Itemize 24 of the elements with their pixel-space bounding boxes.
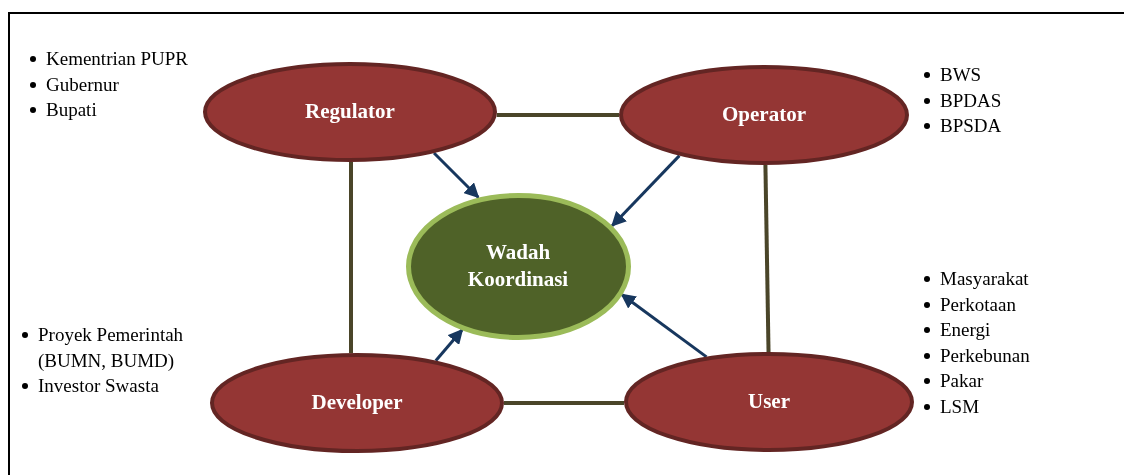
bullet-item: Perkotaan: [922, 291, 1102, 317]
node-label: Developer: [311, 389, 403, 417]
bullet-item: Kementrian PUPR: [28, 46, 258, 72]
bullet-item: LSM: [922, 393, 1102, 419]
hub-ellipse: [405, 192, 631, 340]
bullet-item: Energi: [922, 317, 1102, 343]
node-label: User: [748, 388, 790, 416]
role-ellipse: [619, 65, 909, 165]
bullet-item: Gubernur: [28, 71, 258, 97]
bullet-item: BWS: [922, 62, 1072, 88]
role-ellipse: [210, 353, 504, 453]
bullet-item: Perkebunan: [922, 342, 1102, 368]
bullet-item: Proyek Pemerintah (BUMN, BUMD): [20, 322, 230, 373]
bullet-item: BPSDA: [922, 113, 1072, 139]
bullet-item: Investor Swasta: [20, 373, 230, 399]
node-label: Operator: [722, 101, 806, 129]
bullet-item: Pakar: [922, 368, 1102, 394]
node-label: Wadah Koordinasi: [466, 238, 570, 293]
role-ellipse: [203, 62, 497, 162]
node-label: Regulator: [305, 98, 395, 126]
bullet-item: Bupati: [28, 97, 258, 123]
role-ellipse: [624, 352, 914, 452]
bullet-item: BPDAS: [922, 87, 1072, 113]
bullet-item: Masyarakat: [922, 266, 1102, 292]
